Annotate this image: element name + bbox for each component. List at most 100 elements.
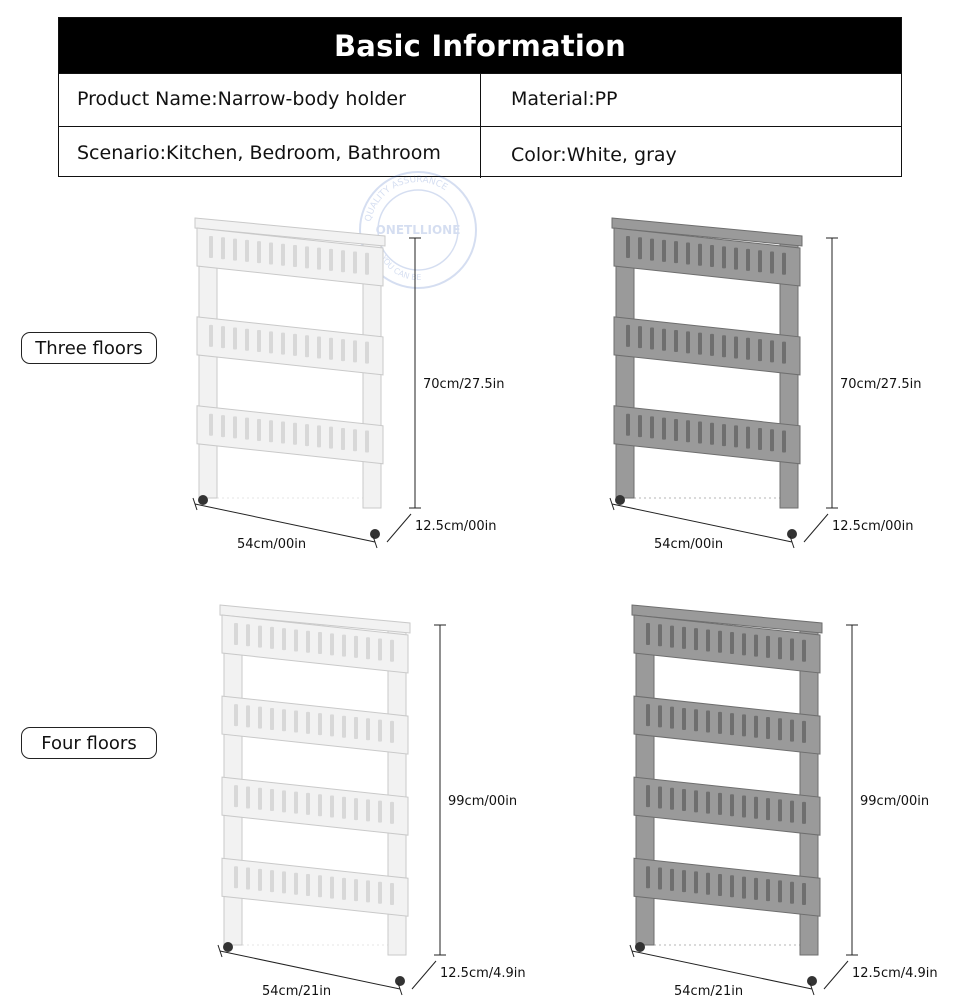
basket-slot (698, 243, 702, 266)
basket-slot (770, 340, 774, 363)
basket-front (613, 316, 801, 376)
scenario-value: Kitchen, Bedroom, Bathroom (166, 141, 441, 164)
left-post (615, 231, 635, 499)
basket-slot (766, 635, 770, 658)
basket-front (221, 695, 409, 755)
basket-slot (766, 879, 770, 902)
basket-slot (710, 333, 714, 356)
basket-slot (734, 425, 738, 448)
shelf-tier (196, 316, 384, 376)
basket-slot (365, 430, 369, 453)
basket-slot (674, 241, 678, 264)
basket-slot (269, 331, 273, 354)
basket-slot (718, 792, 722, 815)
basket-front (196, 405, 384, 465)
basket-slot (342, 796, 346, 819)
basket-slot (682, 870, 686, 893)
basket-slot (233, 327, 237, 350)
basket-slot (270, 870, 274, 893)
basket-front (633, 695, 821, 755)
basket-slot (282, 790, 286, 813)
basket-slot (770, 429, 774, 452)
basket-slot (802, 883, 806, 906)
wheel-icon (787, 529, 797, 539)
scenario-label: Scenario: (77, 141, 166, 164)
depth-dimension-line (823, 960, 849, 990)
basket-slot (282, 709, 286, 732)
depth-dimension-line (411, 960, 437, 990)
basket-slot (305, 335, 309, 358)
basket-slot (706, 791, 710, 814)
basket-slot (770, 251, 774, 274)
watermark-center-text: ONETLLIONE (376, 223, 461, 237)
basket-slot (782, 430, 786, 453)
basket-slot (221, 237, 225, 260)
basket-slot (378, 881, 382, 904)
basket-slot (650, 238, 654, 261)
basket-slot (730, 632, 734, 655)
width-dimension-tick (397, 982, 403, 996)
basket-slot (270, 707, 274, 730)
basket-slot (317, 247, 321, 270)
basket-slot (293, 333, 297, 356)
basket-slot (658, 705, 662, 728)
basket-slot (246, 867, 250, 890)
scenario-cell: Scenario: Kitchen, Bedroom, Bathroom (59, 127, 481, 178)
basket-slot (390, 883, 394, 906)
basket-slot (390, 639, 394, 662)
basket-slot (758, 339, 762, 362)
basket-slot (221, 326, 225, 349)
basket-slot (270, 789, 274, 812)
basket-slot (281, 332, 285, 355)
wheel-icon (223, 942, 233, 952)
basket-slot (378, 719, 382, 742)
width-dimension-tick (372, 535, 378, 549)
basket-slot (318, 713, 322, 736)
basket-slot (353, 340, 357, 363)
product-name-value: Narrow-body holder (217, 88, 406, 110)
basket-slot (698, 421, 702, 444)
basket-slot (282, 628, 286, 651)
variant-label-three-floors: Three floors (21, 332, 157, 364)
basket-front (633, 614, 821, 674)
depth-label: 12.5cm/00in (415, 519, 497, 534)
width-dimension-tick (809, 982, 815, 996)
depth-dimension-line (386, 513, 412, 543)
width-dimension-line (219, 950, 401, 990)
basket-slot (646, 623, 650, 645)
basket-slot (342, 634, 346, 657)
basket-slot (233, 416, 237, 439)
basket-slot (778, 718, 782, 741)
basket-slot (329, 248, 333, 271)
basket-slot (754, 796, 758, 819)
wheel-icon (807, 976, 817, 986)
basket-slot (269, 242, 273, 265)
shelf-tier (633, 857, 821, 917)
basket-slot (638, 326, 642, 349)
basket-slot (342, 715, 346, 738)
basket-slot (658, 867, 662, 890)
basket-slot (662, 328, 666, 351)
basket-slot (734, 247, 738, 270)
height-label: 70cm/27.5in (840, 377, 922, 392)
info-row: Product Name: Narrow-body holder Materia… (59, 73, 901, 126)
shelf-tier (613, 227, 801, 287)
width-label: 54cm/21in (262, 984, 331, 999)
basket-slot (790, 638, 794, 661)
basket-slot (306, 792, 310, 815)
basket-slot (670, 787, 674, 810)
basket-slot (790, 800, 794, 823)
top-rail (611, 217, 803, 247)
basket-slot (670, 625, 674, 648)
basket-slot (234, 866, 238, 889)
depth-label: 12.5cm/00in (832, 519, 914, 534)
basket-front (633, 857, 821, 917)
basket-slot (342, 877, 346, 900)
basket-slot (209, 324, 213, 347)
basket-slot (742, 795, 746, 818)
material-label: Material: (511, 88, 595, 110)
info-row: Scenario: Kitchen, Bedroom, Bathroom Col… (59, 126, 901, 178)
basket-front (196, 227, 384, 287)
basket-slot (674, 418, 678, 441)
